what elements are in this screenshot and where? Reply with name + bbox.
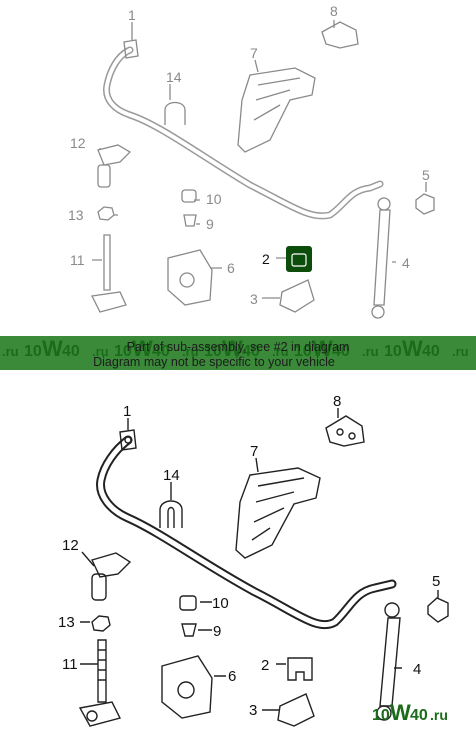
bottom-part-5[interactable]: [427, 597, 449, 623]
top-part-7[interactable]: [237, 67, 316, 153]
svg-text:.ru: .ru: [92, 344, 109, 359]
top-callout-12: 12: [70, 135, 86, 151]
top-callout-7: 7: [250, 45, 258, 61]
svg-text:.ru: .ru: [452, 344, 469, 359]
top-callout-2: 2: [262, 251, 270, 267]
bottom-callout-5: 5: [432, 573, 440, 590]
bottom-callout-1: 1: [123, 403, 131, 420]
svg-text:.ru: .ru: [362, 344, 379, 359]
top-part-6[interactable]: [167, 249, 213, 306]
bottom-diagram: [78, 408, 449, 727]
bottom-callout-14: 14: [163, 467, 180, 484]
bottom-callout-8: 8: [333, 393, 341, 410]
top-callout-3: 3: [250, 291, 258, 307]
notice-line-2: Diagram may not be specific to your vehi…: [93, 355, 335, 369]
bottom-part-14[interactable]: [159, 500, 183, 528]
top-callouts: 1 2 3 4 5 6 7 8 9 10 11 12 13 14: [68, 3, 430, 307]
bottom-part-11[interactable]: [97, 639, 107, 703]
bottom-callout-2: 2: [261, 657, 269, 674]
top-callout-11: 11: [70, 252, 85, 268]
top-callout-6: 6: [227, 260, 235, 276]
top-part-14[interactable]: [164, 101, 186, 126]
svg-text:.ru: .ru: [2, 344, 19, 359]
bottom-callout-13: 13: [58, 614, 75, 631]
bottom-part-8[interactable]: [325, 415, 365, 447]
svg-text:10: 10: [114, 343, 132, 360]
top-part-13[interactable]: [97, 206, 115, 221]
top-part-4[interactable]: [373, 209, 391, 306]
top-callout-10: 10: [206, 191, 222, 207]
svg-text:W: W: [222, 336, 243, 361]
svg-text:40: 40: [62, 343, 80, 360]
svg-text:40: 40: [152, 343, 170, 360]
watermark-row: .ru 10 W 40 .ru 10 W 40 .ru 10 W 40 .ru …: [2, 336, 469, 361]
top-part-5[interactable]: [415, 193, 435, 215]
svg-text:W: W: [42, 336, 63, 361]
bottom-callouts: 1 2 3 4 5 6 7 8 9 10 11 12 13 14: [58, 393, 440, 719]
top-callout-13: 13: [68, 207, 84, 223]
top-part-11[interactable]: [103, 234, 111, 291]
top-part-12[interactable]: [97, 144, 132, 166]
top-part-1[interactable]: [123, 39, 139, 59]
bottom-part-9[interactable]: [181, 623, 197, 637]
bottom-callout-10: 10: [212, 595, 229, 612]
top-diagram: [91, 20, 435, 319]
bottom-part-1[interactable]: [119, 429, 137, 451]
bottom-callout-6: 6: [228, 668, 236, 685]
svg-text:10: 10: [384, 343, 402, 360]
svg-text:40: 40: [242, 343, 260, 360]
svg-text:.ru: .ru: [430, 707, 448, 723]
bottom-part-6[interactable]: [161, 655, 213, 719]
svg-text:W: W: [402, 336, 423, 361]
svg-text:10: 10: [204, 343, 222, 360]
bottom-part-2[interactable]: [287, 657, 313, 681]
top-part-9[interactable]: [183, 214, 197, 227]
bottom-callout-7: 7: [250, 443, 258, 460]
top-callout-8: 8: [330, 3, 338, 19]
notice-band: .ru 10 W 40 .ru 10 W 40 .ru 10 W 40 .ru …: [0, 336, 476, 370]
svg-text:W: W: [132, 336, 153, 361]
svg-text:10: 10: [24, 343, 42, 360]
svg-text:.ru: .ru: [182, 344, 199, 359]
svg-text:40: 40: [410, 707, 428, 724]
top-part-2-highlight[interactable]: [286, 246, 312, 272]
svg-text:40: 40: [332, 343, 350, 360]
top-part-10[interactable]: [181, 189, 197, 203]
bottom-part-4[interactable]: [379, 617, 401, 707]
svg-text:10: 10: [372, 707, 390, 724]
svg-text:W: W: [312, 336, 333, 361]
bottom-stabilizer-bar[interactable]: [96, 435, 397, 630]
notice-line-1: Part of sub-assembly, see #2 in diagram: [127, 340, 350, 354]
bottom-callout-4: 4: [413, 661, 421, 678]
svg-text:40: 40: [422, 343, 440, 360]
bottom-part-10[interactable]: [179, 595, 197, 611]
svg-text:.ru: .ru: [272, 344, 289, 359]
top-part-3[interactable]: [279, 279, 315, 313]
bottom-part-3[interactable]: [277, 693, 315, 727]
bottom-callout-9: 9: [213, 623, 221, 640]
bottom-callout-3: 3: [249, 702, 257, 719]
top-callout-1: 1: [128, 7, 136, 23]
corner-watermark: 10 W 40 .ru: [372, 700, 448, 725]
top-callout-4: 4: [402, 255, 410, 271]
bottom-callout-11: 11: [62, 656, 78, 673]
svg-text:W: W: [390, 700, 411, 725]
top-callout-9: 9: [206, 216, 214, 232]
top-callout-14: 14: [166, 69, 182, 85]
top-stabilizer-bar[interactable]: [103, 46, 384, 220]
top-callout-5: 5: [422, 167, 430, 183]
bottom-part-7[interactable]: [235, 467, 321, 559]
svg-text:10: 10: [294, 343, 312, 360]
bottom-part-13[interactable]: [91, 615, 111, 632]
bottom-callout-12: 12: [62, 537, 79, 554]
top-part-8[interactable]: [321, 21, 359, 49]
